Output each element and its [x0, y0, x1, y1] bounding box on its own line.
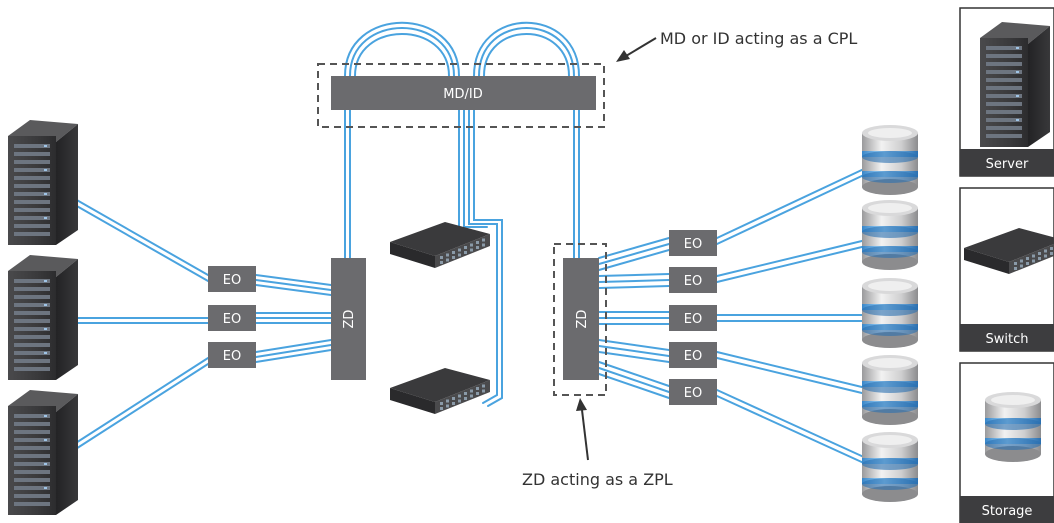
eo-label: EO	[684, 237, 702, 252]
legend-storage: Storage	[959, 362, 1054, 523]
switch-icon	[390, 368, 490, 414]
md-id-label: MD/ID	[443, 87, 482, 102]
cpl-annotation-text: MD or ID acting as a CPL	[660, 29, 857, 48]
zpl-dashed-frame	[553, 243, 607, 396]
server-icon	[980, 22, 1050, 147]
md-id-device: MD/ID	[331, 76, 596, 110]
storage-icon	[862, 200, 918, 270]
legend-switch: Switch	[959, 187, 1054, 352]
eo-label: EO	[684, 274, 702, 289]
cpl-annotation: MD or ID acting as a CPL	[616, 29, 857, 62]
server-icon	[8, 120, 78, 245]
cable-zd-left-md	[344, 109, 351, 259]
eo-box: EO	[669, 230, 717, 256]
eo-left-group: EO EO EO	[208, 266, 256, 368]
storage-icon	[862, 432, 918, 502]
eo-box: EO	[208, 342, 256, 368]
eo-label: EO	[684, 349, 702, 364]
zpl-annotation-text: ZD acting as a ZPL	[522, 470, 673, 489]
zd-right-label: ZD	[575, 310, 590, 329]
legend-server-label: Server	[986, 157, 1029, 172]
cable-md-zd-right	[573, 109, 580, 259]
eo-box: EO	[208, 266, 256, 292]
cable-eo-storage	[716, 167, 867, 465]
eo-box: EO	[669, 342, 717, 368]
eo-label: EO	[684, 386, 702, 401]
cable-zd-eo-right	[598, 237, 670, 399]
eo-label: EO	[223, 273, 241, 288]
legend-server: Server	[959, 7, 1054, 177]
storage-icon	[862, 355, 918, 425]
zd-left-label: ZD	[342, 310, 357, 329]
switch-icon	[390, 222, 490, 268]
zd-right: ZD	[563, 258, 599, 380]
cable-eo-zd-left	[255, 274, 332, 363]
cable-arches	[344, 21, 580, 77]
cable-server2-eo	[69, 317, 209, 324]
storage-icon	[862, 125, 918, 195]
eo-right-group: EO EO EO EO EO	[669, 230, 717, 405]
storage-icon	[985, 392, 1041, 462]
storage-icon	[862, 278, 918, 348]
cable-server1-eo	[67, 194, 209, 282]
legend-storage-label: Storage	[982, 504, 1033, 519]
legend: Server Switch Storage	[959, 7, 1054, 523]
eo-box: EO	[669, 305, 717, 331]
server-icon	[8, 390, 78, 515]
cable-server3-eo	[67, 357, 209, 455]
cpl-dashed-frame	[317, 63, 605, 128]
zd-left: ZD	[331, 258, 366, 380]
cable-md-switch	[458, 109, 503, 407]
legend-switch-label: Switch	[986, 332, 1029, 347]
eo-box: EO	[208, 305, 256, 331]
eo-label: EO	[223, 312, 241, 327]
eo-label: EO	[223, 349, 241, 364]
cables	[67, 21, 867, 465]
eo-label: EO	[684, 312, 702, 327]
server-icon	[8, 255, 78, 380]
eo-box: EO	[669, 379, 717, 405]
zpl-annotation: ZD acting as a ZPL	[522, 398, 673, 489]
eo-box: EO	[669, 267, 717, 293]
